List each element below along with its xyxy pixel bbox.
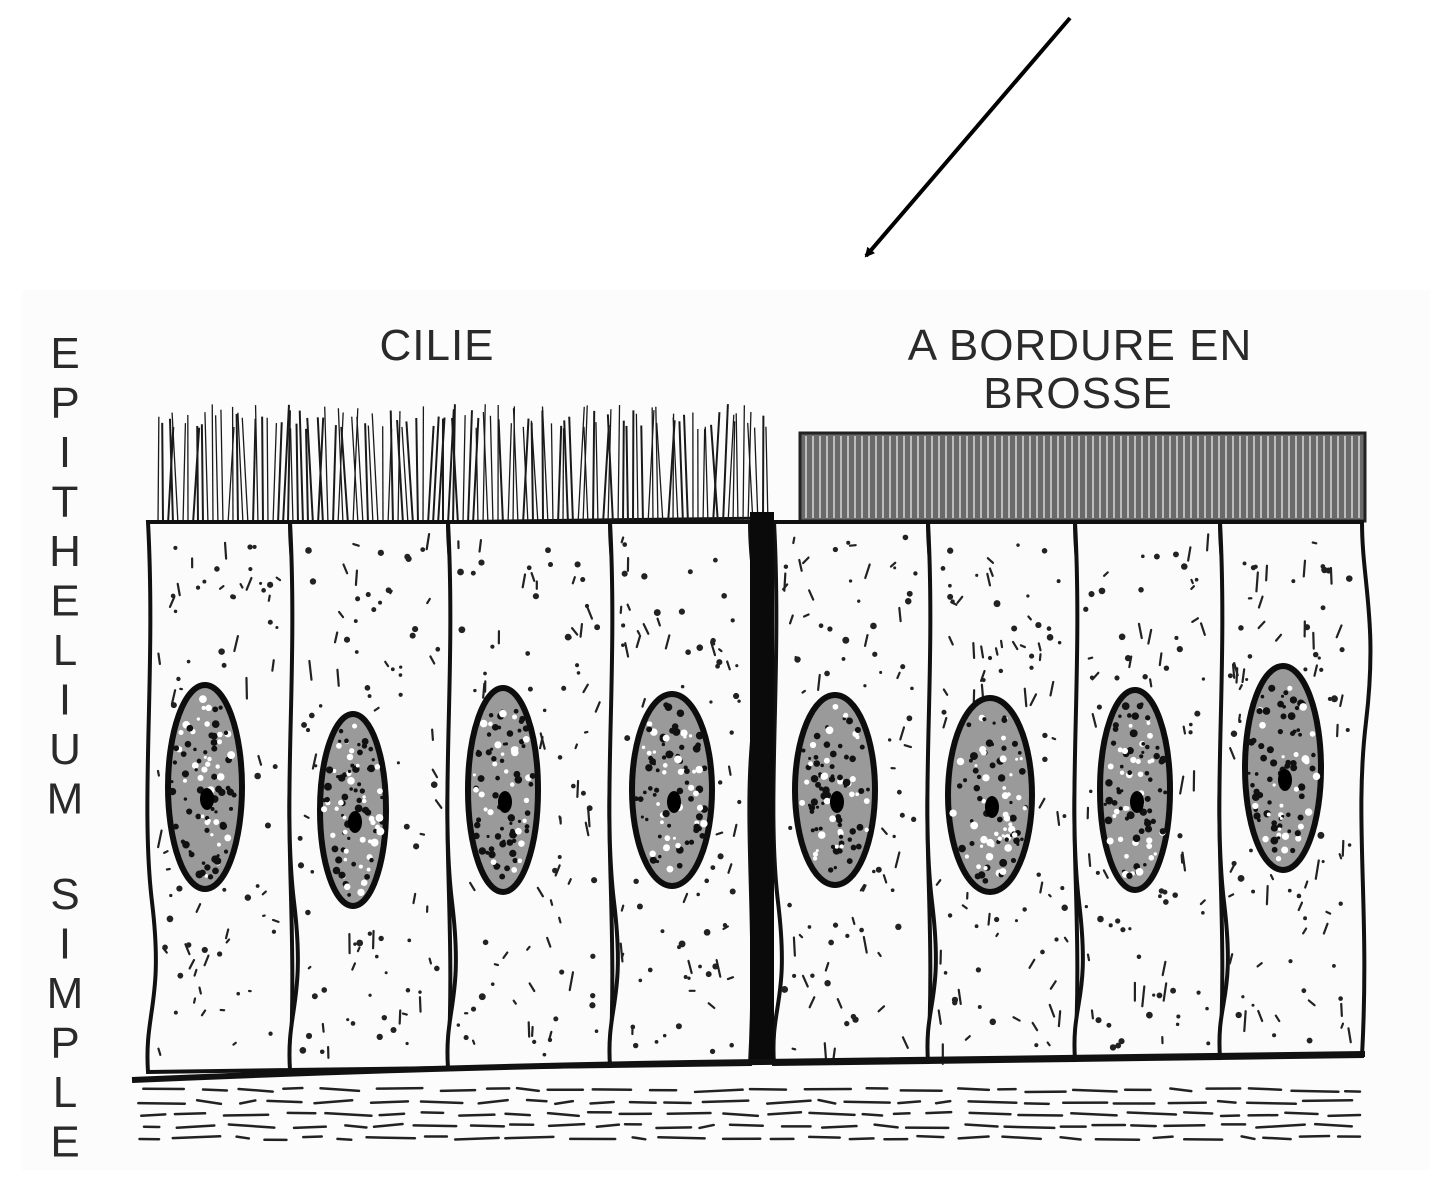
side-label-letter: E — [50, 1118, 79, 1167]
side-label-letter: M — [47, 775, 84, 824]
cell-nucleus — [320, 714, 386, 906]
pointer-arrow — [866, 18, 1070, 256]
side-label-letter: P — [50, 379, 79, 428]
epithelial-cell — [447, 522, 618, 1068]
cell-nucleus — [1100, 690, 1170, 890]
label-bordure-en-brosse-line1: A BORDURE EN — [908, 321, 1253, 370]
side-label-letter: I — [59, 676, 71, 725]
side-label-letter: L — [53, 1068, 77, 1117]
brush-border — [800, 433, 1365, 521]
side-label-letter: H — [49, 527, 81, 576]
separator-bar — [750, 512, 774, 1064]
side-label-letter: I — [59, 428, 71, 477]
side-label-letter: T — [52, 478, 79, 527]
label-cilie: CILIE — [379, 321, 494, 370]
cell-nucleus — [795, 695, 875, 885]
side-label-letter: E — [50, 577, 79, 626]
cell-nucleus — [1245, 666, 1321, 870]
side-label-letter: L — [53, 626, 77, 675]
cell-nucleus — [168, 685, 242, 889]
epithelial-cell — [609, 522, 758, 1066]
side-label-letter: M — [47, 969, 84, 1018]
epithelial-cell — [1219, 522, 1370, 1058]
epithelial-cell — [1074, 522, 1228, 1060]
cell-nucleus — [468, 688, 538, 892]
side-label-letter: S — [50, 870, 79, 919]
cell-nucleus — [632, 694, 712, 886]
epithelial-cell — [147, 522, 298, 1072]
side-label-letter: P — [50, 1019, 79, 1068]
side-label-letter: U — [49, 725, 81, 774]
side-label-letter: I — [59, 920, 71, 969]
epithelial-cell — [773, 522, 936, 1064]
label-bordure-en-brosse-line2: BROSSE — [983, 369, 1172, 418]
epithelial-cell — [289, 522, 456, 1070]
cell-nucleus — [948, 698, 1032, 892]
side-label-letter: E — [50, 329, 79, 378]
epithelial-cell — [927, 522, 1083, 1064]
